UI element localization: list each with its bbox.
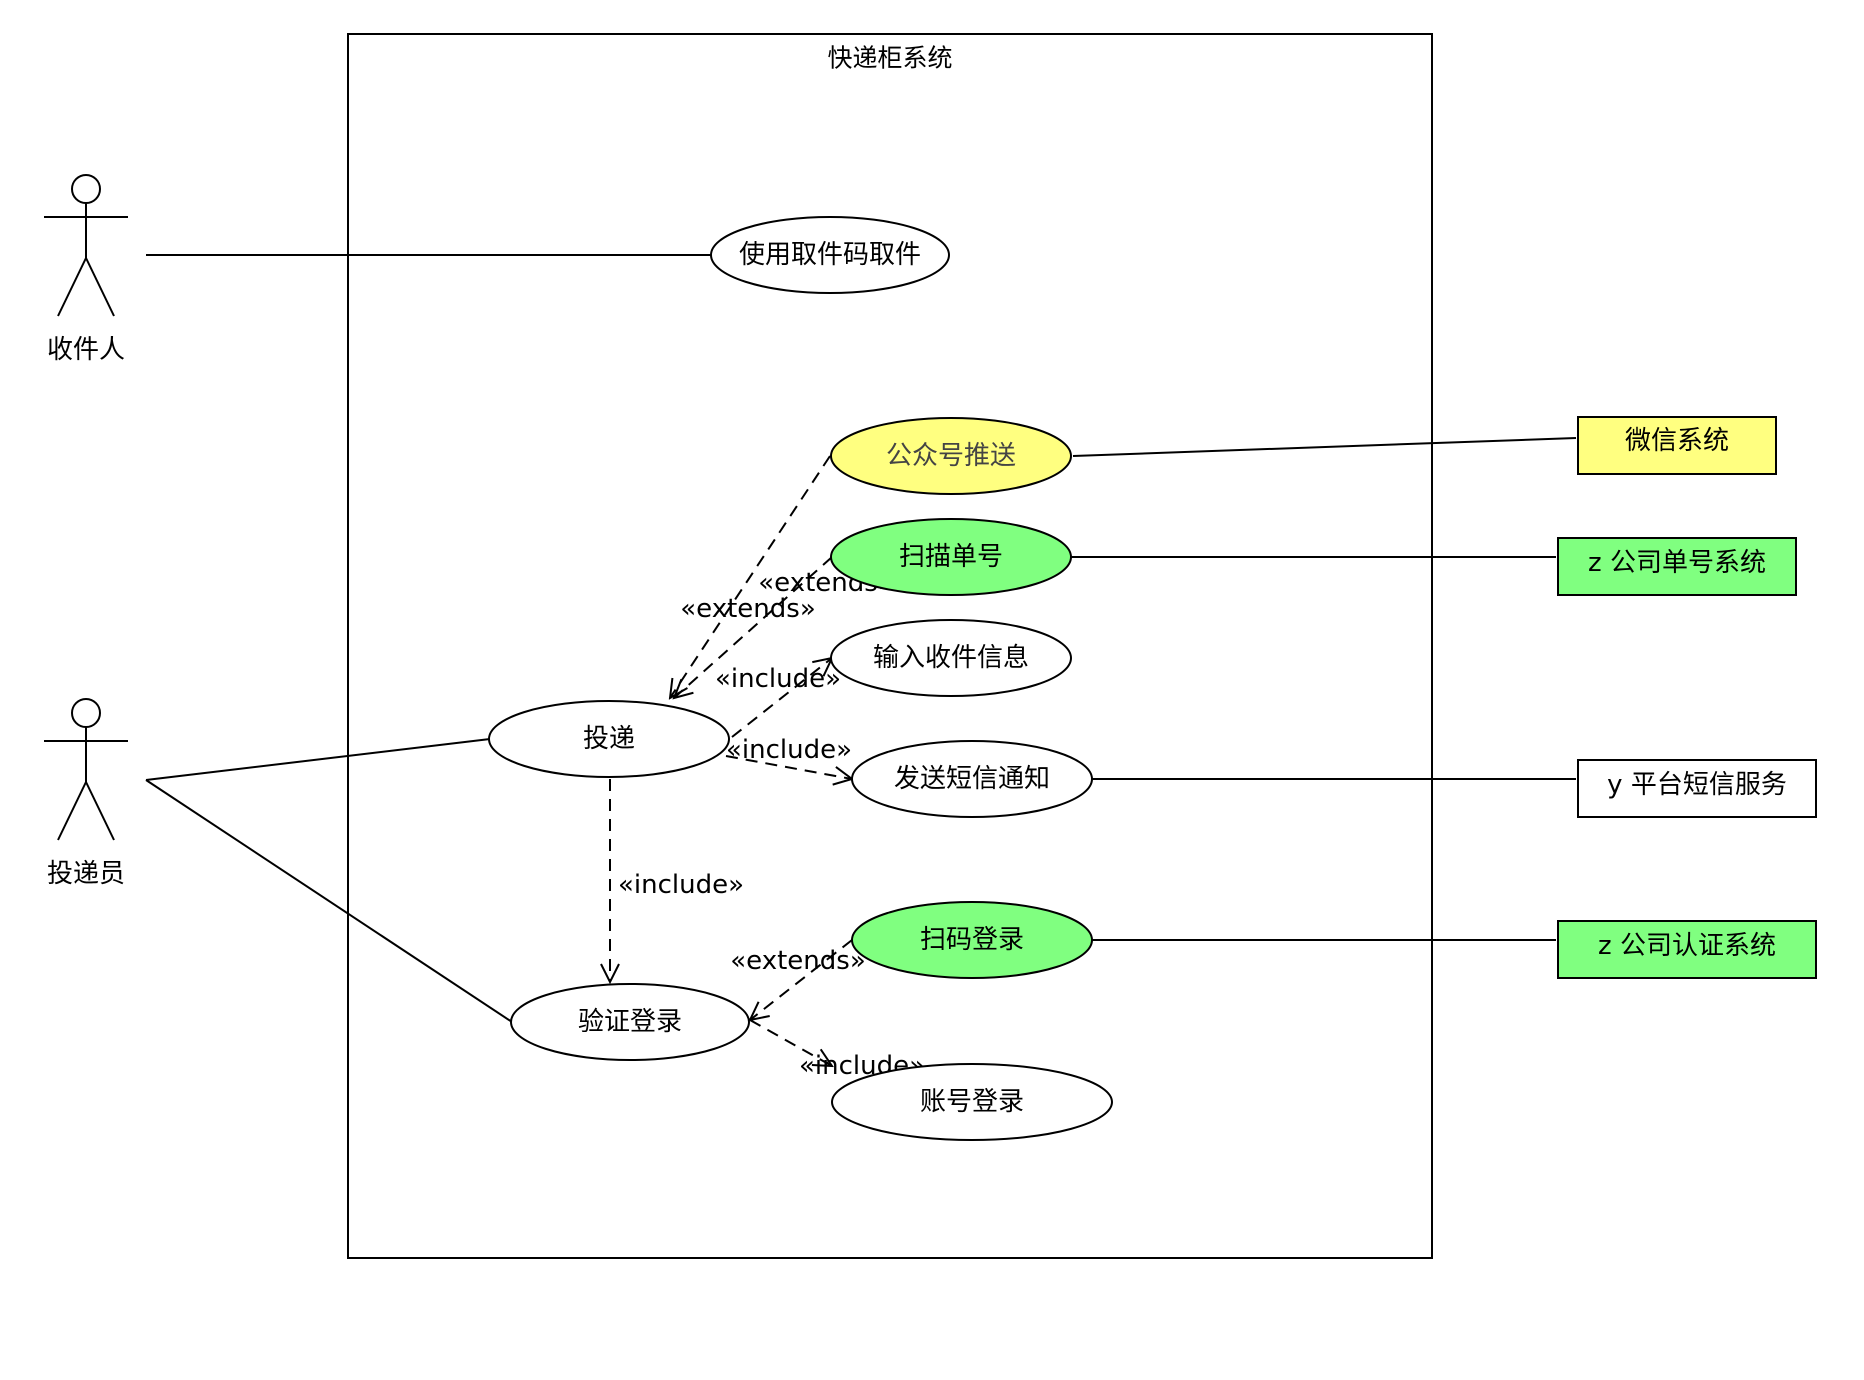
label-include-verify: «include» (618, 870, 744, 900)
actor-label: 收件人 (47, 335, 125, 365)
usecase-verify-login[interactable]: 验证登录 (510, 983, 750, 1061)
actor-courier: 投递员 (44, 698, 128, 889)
usecase-shape (831, 1063, 1113, 1141)
actor-head (71, 174, 101, 204)
label-extends-push: «extends» (680, 594, 815, 624)
external-label: z 公司认证系统 (1598, 931, 1776, 961)
external-label: 微信系统 (1625, 426, 1729, 456)
usecase-label: 账号登录 (920, 1087, 1024, 1117)
assoc-courier-verify (145, 779, 513, 1023)
usecase-scan[interactable]: 扫描单号 (830, 518, 1072, 596)
usecase-shape (851, 901, 1093, 979)
usecase-sms[interactable]: 发送短信通知 (851, 740, 1093, 818)
usecase-account-login[interactable]: 账号登录 (831, 1063, 1113, 1141)
dep-verify-account (749, 1019, 832, 1066)
usecase-shape (488, 700, 730, 778)
usecase-label: 使用取件码取件 (739, 240, 921, 270)
dep-push-deliver (670, 455, 831, 698)
external-box (1577, 759, 1817, 818)
label-extends-scanlogin: «extends» (730, 946, 865, 976)
external-z-order[interactable]: z 公司单号系统 (1557, 537, 1797, 596)
dep-scanlogin-verify (750, 939, 853, 1020)
usecase-shape (830, 417, 1072, 495)
usecase-label: 发送短信通知 (894, 764, 1050, 794)
usecase-push[interactable]: 公众号推送 (830, 417, 1072, 495)
dep-deliver-sms (725, 755, 852, 779)
external-wechat[interactable]: 微信系统 (1577, 416, 1777, 475)
usecase-label: 扫码登录 (920, 925, 1024, 955)
usecase-shape (830, 619, 1072, 697)
assoc-courier-deliver (145, 738, 491, 781)
actor-leg-left (57, 781, 87, 841)
external-label: z 公司单号系统 (1588, 548, 1766, 578)
usecase-deliver[interactable]: 投递 (488, 700, 730, 778)
usecase-shape (710, 216, 950, 294)
label-include-sms: «include» (726, 735, 852, 765)
usecase-label: 公众号推送 (886, 441, 1016, 471)
actor-receiver: 收件人 (44, 174, 128, 365)
actor-leg-left (57, 257, 87, 317)
external-label: y 平台短信服务 (1607, 770, 1787, 800)
actor-leg-right (85, 781, 115, 841)
usecase-shape (830, 518, 1072, 596)
dep-scan-deliver (674, 556, 833, 698)
system-title: 快递柜系统 (827, 44, 952, 73)
actor-leg-right (85, 257, 115, 317)
system-boundary (347, 33, 1433, 1259)
usecase-pickup[interactable]: 使用取件码取件 (710, 216, 950, 294)
external-y-sms[interactable]: y 平台短信服务 (1577, 759, 1817, 818)
external-box (1577, 416, 1777, 475)
actor-label: 投递员 (47, 859, 125, 889)
external-z-auth[interactable]: z 公司认证系统 (1557, 920, 1817, 979)
dep-deliver-input (731, 658, 832, 738)
external-box (1557, 537, 1797, 596)
usecase-input-info[interactable]: 输入收件信息 (830, 619, 1072, 697)
usecase-shape (510, 983, 750, 1061)
external-box (1557, 920, 1817, 979)
label-include-input: «include» (715, 664, 841, 694)
usecase-label: 验证登录 (578, 1007, 682, 1037)
assoc-push-wechat (1072, 437, 1577, 457)
usecase-label: 扫描单号 (899, 542, 1003, 572)
usecase-shape (851, 740, 1093, 818)
actor-head (71, 698, 101, 728)
usecase-scan-login[interactable]: 扫码登录 (851, 901, 1093, 979)
usecase-label: 输入收件信息 (873, 643, 1029, 673)
usecase-label: 投递 (583, 724, 635, 754)
